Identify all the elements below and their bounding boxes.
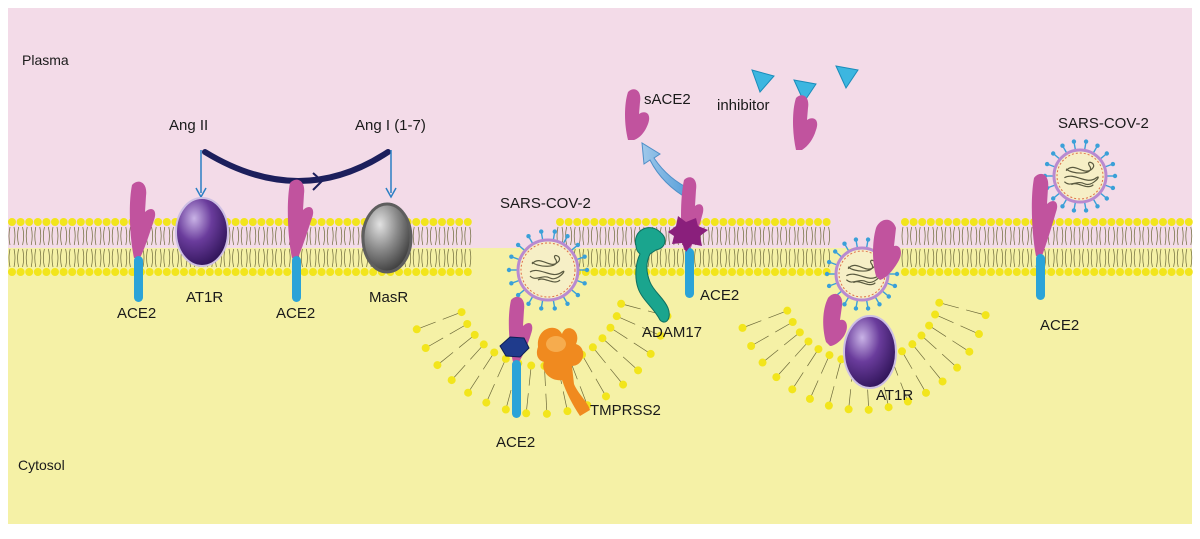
cleavage-site-icon xyxy=(668,216,708,252)
masr-label: MasR xyxy=(369,289,408,306)
ang-ii-arrowhead xyxy=(195,187,207,199)
adam17-label: ADAM17 xyxy=(642,324,702,341)
ace2-label-4: ACE2 xyxy=(700,287,739,304)
sace2-inhibited xyxy=(793,95,818,150)
ace2-label-1: ACE2 xyxy=(117,305,156,322)
shedding-arrow xyxy=(641,142,693,201)
inhibitor-triangle-icon-2 xyxy=(793,79,817,104)
ang-ii-label: Ang II xyxy=(169,117,208,134)
ace2-binding-site-icon xyxy=(499,336,530,358)
tmprss2-protease xyxy=(536,327,590,416)
ace2-receptor-5 xyxy=(873,219,901,280)
plasma-label: Plasma xyxy=(22,52,69,68)
inhibitor-label: inhibitor xyxy=(717,97,770,114)
sars-cov-2-label-1: SARS-COV-2 xyxy=(500,195,591,212)
ang-1-7-arrowhead xyxy=(385,187,397,199)
ace2-label-3: ACE2 xyxy=(496,434,535,451)
ace2-receptor-2 xyxy=(287,179,314,302)
at1r-receptor-1 xyxy=(175,197,229,267)
adam17-protease xyxy=(634,227,670,323)
arc-arrowhead xyxy=(312,172,324,191)
tmprss2-label: TMPRSS2 xyxy=(590,402,661,419)
sace2-label: sACE2 xyxy=(644,91,691,108)
inhibitor-triangle-icon-1 xyxy=(751,69,775,93)
ace2-receptor-6 xyxy=(823,293,847,346)
ace2-label-2: ACE2 xyxy=(276,305,315,322)
ace2-receptor-1 xyxy=(129,181,156,302)
inhibitor-triangle-icon-3 xyxy=(835,65,859,90)
sars-cov-2-virion-1 xyxy=(506,229,590,311)
masr-receptor xyxy=(361,202,413,274)
ace2-label-5: ACE2 xyxy=(1040,317,1079,334)
cytosol-label: Cytosol xyxy=(18,457,65,473)
at1r-label-2: AT1R xyxy=(876,387,913,404)
at1r-label-1: AT1R xyxy=(186,289,223,306)
ace2-receptor-7 xyxy=(1031,173,1058,300)
sace2-soluble xyxy=(625,89,650,140)
sars-cov-2-label-2: SARS-COV-2 xyxy=(1058,115,1149,132)
at1r-receptor-2 xyxy=(843,315,897,389)
ang-1-7-label: Ang I (1-7) xyxy=(355,117,426,134)
